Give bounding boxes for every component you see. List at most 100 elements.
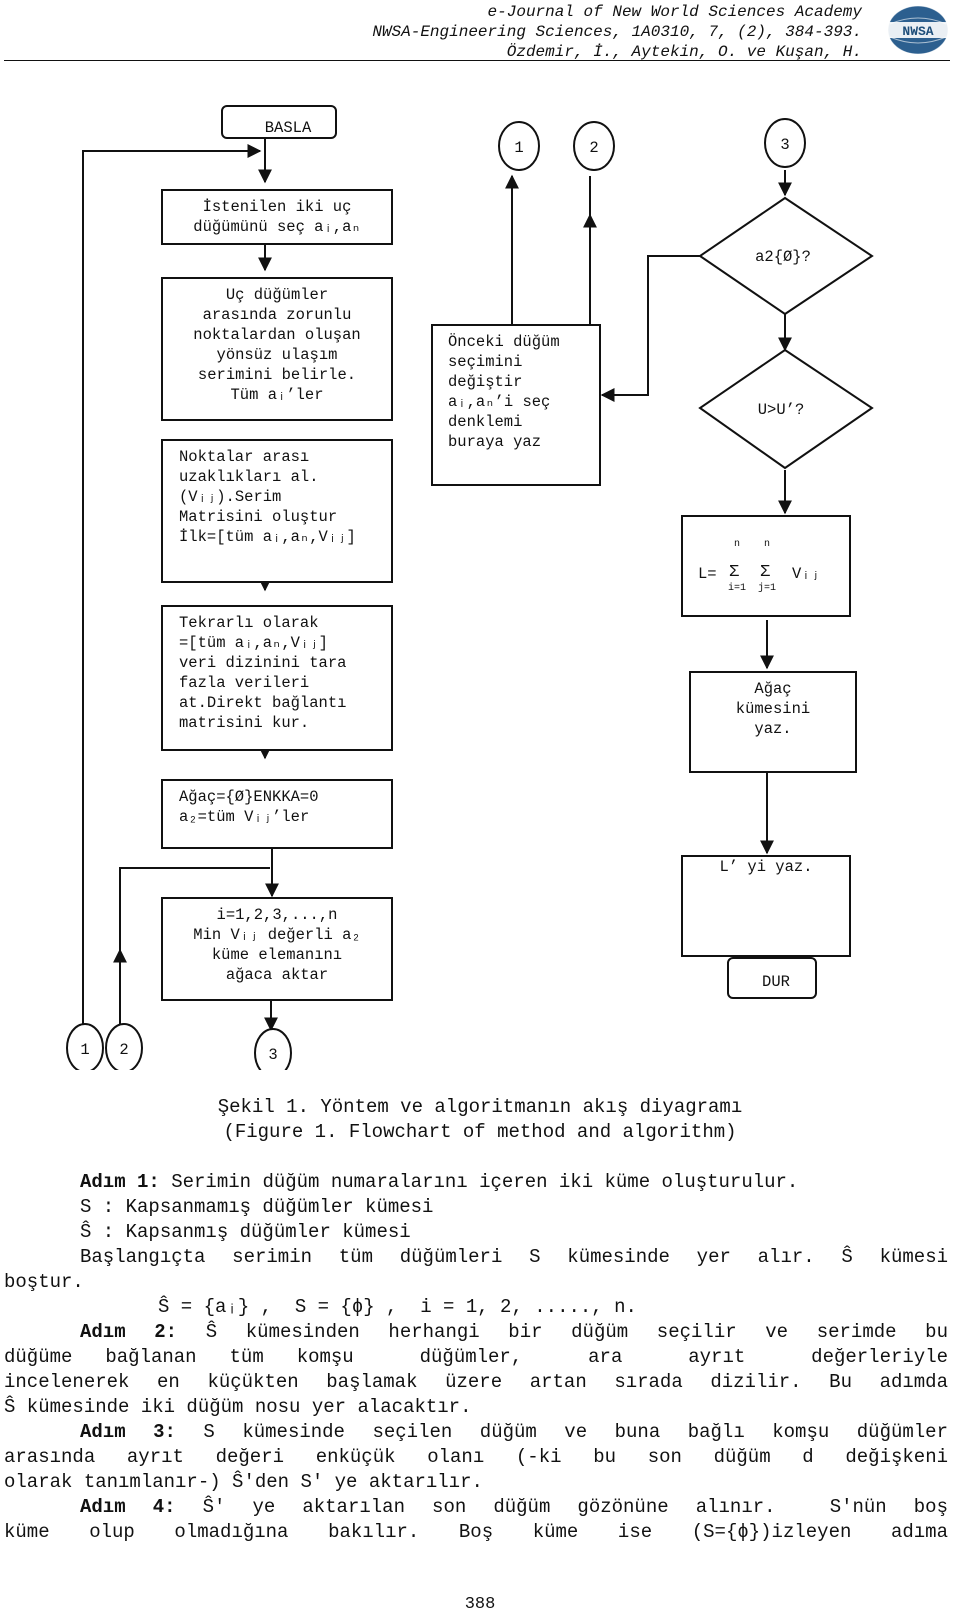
box4-line-5: at.Direkt bağlantı [179,694,346,712]
connector-3-bottom [254,1028,292,1070]
connector-1-top [498,121,540,171]
step3-label: Adım 3: [80,1421,176,1443]
box_mid-line-6: buraya yaz [448,433,541,451]
box4-line-3: veri dizinini tara [179,654,346,672]
box5-line-2: a₂=tüm Vᵢⱼ’ler [179,808,309,826]
box1-line-2: düğümünü seç aᵢ,aₙ [193,218,360,236]
box-network-define [161,277,393,421]
box5-text: Ağaç={Ø}ENKKA=0 a₂=tüm Vᵢⱼ’ler [179,788,319,826]
sigma-2: Σ [760,563,770,582]
decision-u-compare [698,348,874,470]
tree-box-text: Ağaç kümesini yaz. [736,680,810,738]
nwsa-logo-icon: NWSA [887,5,949,55]
box1-line-1: İstenilen iki uç [203,198,352,216]
box2-line-4: yönsüz ulaşım [217,346,338,364]
connector-2-bottom-label: 2 [119,1041,128,1059]
step2-label: Adım 2: [80,1321,178,1343]
step3-text-1: S kümesinde seçilen düğüm ve buna bağlı … [175,1421,948,1443]
connector-3-top [764,118,806,168]
decision1-label: a2{Ø}? [755,248,811,266]
box_mid-line-4: aᵢ,aₙ’i seç [448,393,550,411]
box-min-edge [161,897,393,1001]
sum-lower-i: i=1 [728,582,746,594]
page-number: 388 [464,1595,496,1614]
box3-text: Noktalar arası uzaklıkları al. (Vᵢⱼ).Serim… [179,448,356,546]
step2-line3: incelenerek en küçükten başlamak üzere a… [4,1371,948,1393]
box4-line-6: matrisini kur. [179,714,309,732]
box_tree-line-2: kümesini [736,700,810,718]
midbox-text: Önceki düğüm seçimini değiştir aᵢ,aₙ’i seç d… [448,333,560,451]
step1-line: Adım 1: Serimin düğüm numaralarını içere… [4,1170,948,1195]
set-formula: Ŝ = {aᵢ} , S = {ϕ} , i = 1, 2, ....., n. [158,1296,637,1318]
connector-1-top-label: 1 [514,139,523,157]
box1-text: İstenilen iki uç düğümünü seç aᵢ,aₙ [193,198,360,236]
box_mid-line-2: seçimini [448,353,522,371]
step3-line1: Adım 3: S kümesinde seçilen düğüm ve bun… [4,1420,948,1445]
box_mid-line-3: değiştir [448,373,522,391]
loop-connector1-to-start [82,144,262,1030]
step1-label: Adım 1: [80,1171,160,1193]
box6-line-1: i=1,2,3,...,n [217,906,338,924]
box4-line-4: fazla verileri [179,674,309,692]
step2-line1: Adım 2: Ŝ kümesinden herhangi bir düğüm … [4,1320,948,1345]
end-terminal [727,957,817,999]
connector-3-top-label: 3 [780,136,789,154]
box2-line-2: arasında zorunlu [203,306,352,324]
start-terminal [221,105,337,139]
box6-line-3: küme elemanını [212,946,342,964]
header-rule [4,60,950,61]
box3-line-1: Noktalar arası [179,448,309,466]
sum-upper-2: n [764,539,770,550]
box2-line-6: Tüm aᵢ’ler [230,386,323,404]
box2-line-1: Uç düğümler [226,286,328,304]
step1-text: Serimin düğüm numaralarını içeren iki kü… [159,1171,799,1193]
box-scan-data [161,605,393,751]
connector-2-top-label: 2 [589,139,598,157]
box-change-selection [431,324,601,486]
step3-line2: arasında ayrıt değeri enküçük olanı (-ki… [4,1446,948,1468]
connector-1-bottom [66,1023,104,1070]
body-text: Adım 1: Serimin düğüm numaralarını içere… [4,1170,948,1545]
box4-line-1: Tekrarlı olarak [179,614,319,632]
box3-line-5: İlk=[tüm aᵢ,aₙ,Vᵢⱼ] [179,528,356,546]
decision-tree-empty [698,196,874,316]
box-distance-matrix [161,439,393,583]
box_mid-line-5: denklemi [448,413,522,431]
step3-line3: olarak tanımlanır-) Ŝ'den S' ye aktarılı… [4,1471,483,1493]
sum-formula: L= n n Σ Σ i=1 j=1 Vᵢⱼ [698,539,820,594]
box3-line-3: (Vᵢⱼ).Serim [179,488,281,506]
box2-line-3: noktalardan oluşan [193,326,360,344]
sum-lower-j: j=1 [758,582,776,594]
box-sum-formula [681,515,851,617]
connector-3-bottom-label: 3 [268,1046,277,1064]
box3-line-2: uzaklıkları al. [179,468,319,486]
box6-line-4: ağaca aktar [226,966,328,984]
header-journal-name: e-Journal of New World Sciences Academy [487,3,862,21]
box5-line-1: Ağaç={Ø}ENKKA=0 [179,788,319,806]
step4-line2: küme olup olmadığına bakılır. Boş küme i… [4,1521,948,1543]
box4-text: Tekrarlı olarak=[tüm aᵢ,aₙ,Vᵢⱼ]veri dizi… [179,614,346,732]
sum-upper-1: n [734,539,740,550]
s-definition: S : Kapsanmamış düğümler kümesi [80,1196,434,1218]
box-write-tree [689,671,857,773]
loop-connector2-to-box6 [119,867,270,950]
write-L-label: L’ yi yaz. [719,858,812,876]
box3-line-4: Matrisini oluştur [179,508,337,526]
sum-term: Vᵢⱼ [792,565,820,583]
box-write-L [681,855,851,957]
header-citation: NWSA-Engineering Sciences, 1A0310, 7, (2… [372,23,862,41]
box2-text: Uç düğümler arasında zorunlu noktalardan o… [193,286,360,404]
box_tree-line-1: Ağaç [754,680,791,698]
connector-1-bottom-label: 1 [80,1041,89,1059]
end-label: DUR [762,973,790,991]
box_tree-line-3: yaz. [754,720,791,738]
init-continuation: boştur. [4,1271,84,1293]
decision2-label: U>U’? [758,401,805,419]
box_mid-line-1: Önceki düğüm [448,333,560,351]
box-init-tree [161,779,393,849]
connector-2-top [573,121,615,171]
figure-caption-tr: Şekil 1. Yöntem ve algoritmanın akış diy… [217,1096,743,1118]
step2-text-1: Ŝ kümesinden herhangi bir düğüm seçilir … [177,1321,948,1343]
